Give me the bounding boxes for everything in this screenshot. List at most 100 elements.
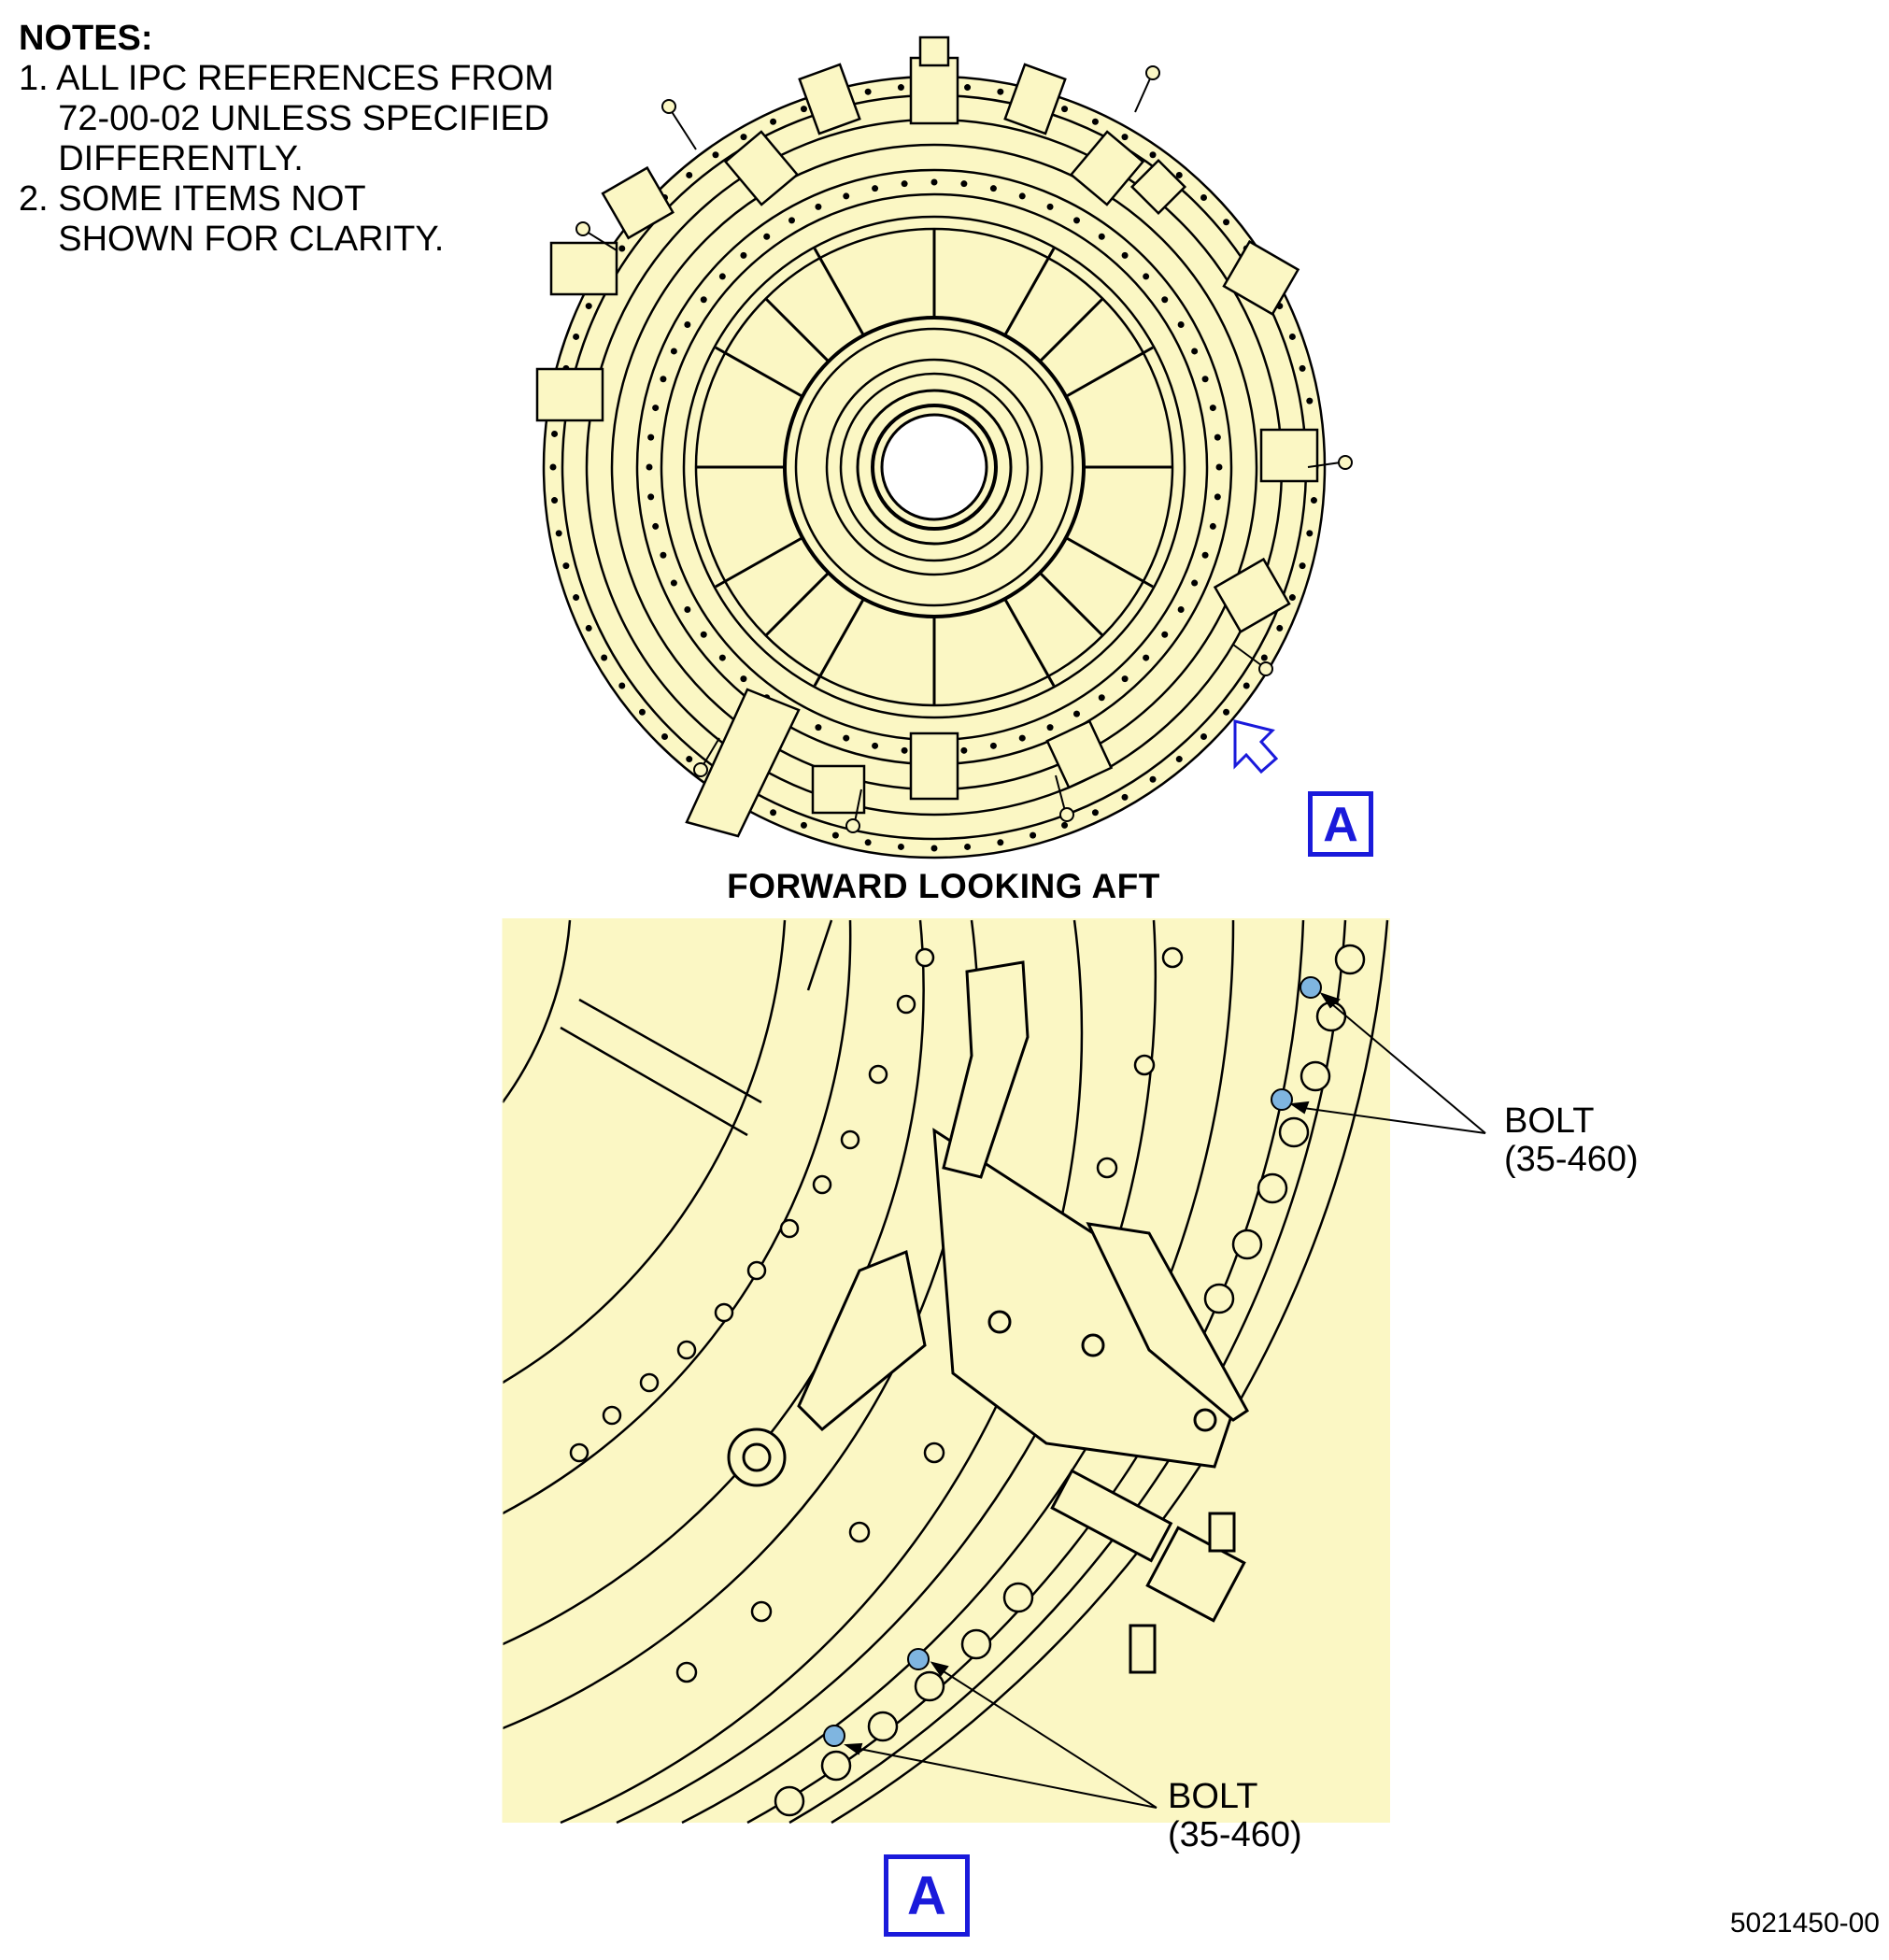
ring-hole [1288,594,1296,602]
ring-hole [989,185,997,192]
ring-hole [1121,134,1129,141]
ring-hole [1191,579,1199,587]
ring-hole [618,245,626,252]
view-label: FORWARD LOOKING AFT [727,867,1160,905]
ring-hole [1046,724,1054,731]
ring-hole [843,192,850,200]
ring-hole [718,654,726,661]
ring-hole [770,118,777,125]
ring-hole [843,734,850,742]
ring-hole [1306,530,1314,537]
ring-hole [638,708,646,716]
bolt-markers [823,976,1322,1747]
notes-heading: NOTES: [19,19,153,58]
ring-hole [652,405,660,412]
ring-hole [815,203,822,210]
ring-hole [551,497,559,504]
ring-hole [1200,732,1207,740]
ring-hole [872,742,879,749]
ring-hole [700,296,707,304]
ring-hole [800,821,807,829]
bolt-icon [1271,1088,1293,1111]
callout-leaders [844,992,1486,1809]
ring-hole [1061,106,1069,113]
note-line: DIFFERENTLY. [19,139,304,178]
note-line: 72-00-02 UNLESS SPECIFIED [19,99,550,138]
ring-hole [1260,654,1268,661]
ring-hole [1018,192,1026,200]
ring-hole [660,376,667,383]
ring-hole [964,843,972,850]
ring-hole [930,845,938,852]
bolt-icon [1300,976,1322,999]
ring-hole [1243,682,1250,689]
ring-hole [897,84,904,92]
frame-struts [696,229,1172,705]
ring-hole [647,493,655,501]
ring-hole [1161,296,1169,304]
ring-hole [1214,433,1221,441]
note-line: SHOWN FOR CLARITY. [19,220,445,259]
ring-hole [1214,493,1221,501]
ring-hole [1209,405,1216,412]
outer-bolt-ring [549,82,1319,852]
ring-hole [1200,194,1207,202]
notes-block: NOTES: 1. ALL IPC REFERENCES FROM 72-00-… [19,19,554,260]
mount-bracket-detail [727,960,1249,1674]
note-line: 1. ALL IPC REFERENCES FROM [19,59,554,98]
ring-hole [1175,756,1183,763]
ring-hole [549,463,557,471]
ring-hole [1121,675,1129,683]
ring-hole [1073,710,1080,717]
ring-hole [872,185,879,192]
ring-hole [1223,708,1230,716]
mount-brackets [535,36,1319,838]
bolt-icon [823,1725,845,1747]
ring-hole [1191,348,1199,355]
ring-hole [1091,118,1099,125]
ring-hole [686,756,693,763]
ring-hole [1306,397,1314,405]
ring-hole [740,251,747,259]
ring-hole [964,84,972,92]
ring-hole [661,732,669,740]
ring-hole [1288,333,1296,340]
view-marker-overview: A [1308,791,1373,857]
ring-hole [831,831,839,839]
ring-hole [585,303,592,310]
ring-hole [573,333,580,340]
ring-hole [901,746,908,754]
ring-hole [700,631,707,638]
ring-hole [1143,654,1150,661]
engine-frame-overview [535,36,1353,859]
ring-hole [1091,809,1099,817]
ring-hole [1030,831,1037,839]
ring-hole [815,724,822,731]
ring-hole [989,742,997,749]
ring-hole [1310,497,1317,504]
ring-hole [1161,631,1169,638]
ring-hole [1223,219,1230,226]
ring-hole [670,579,677,587]
ring-hole [997,839,1004,846]
ring-hole [1201,376,1209,383]
ring-hole [897,843,904,850]
ring-hole [1299,364,1306,372]
callout-bolt-upper: BOLT (35-460) [1504,1101,1639,1179]
ring-hole [901,180,908,188]
ring-hole [618,682,626,689]
ring-hole [1018,734,1026,742]
ring-hole [1098,694,1105,702]
ring-hole [718,273,726,280]
ring-hole [788,217,795,224]
ring-hole [1098,233,1105,240]
ring-hole [601,654,608,661]
view-marker-detail: A [884,1854,970,1937]
ring-hole [1149,775,1157,783]
ring-hole [763,233,771,240]
ring-hole [1177,606,1185,613]
ring-hole [1209,522,1216,530]
ring-hole [1061,821,1069,829]
ring-hole [740,675,747,683]
ring-hole [864,839,872,846]
